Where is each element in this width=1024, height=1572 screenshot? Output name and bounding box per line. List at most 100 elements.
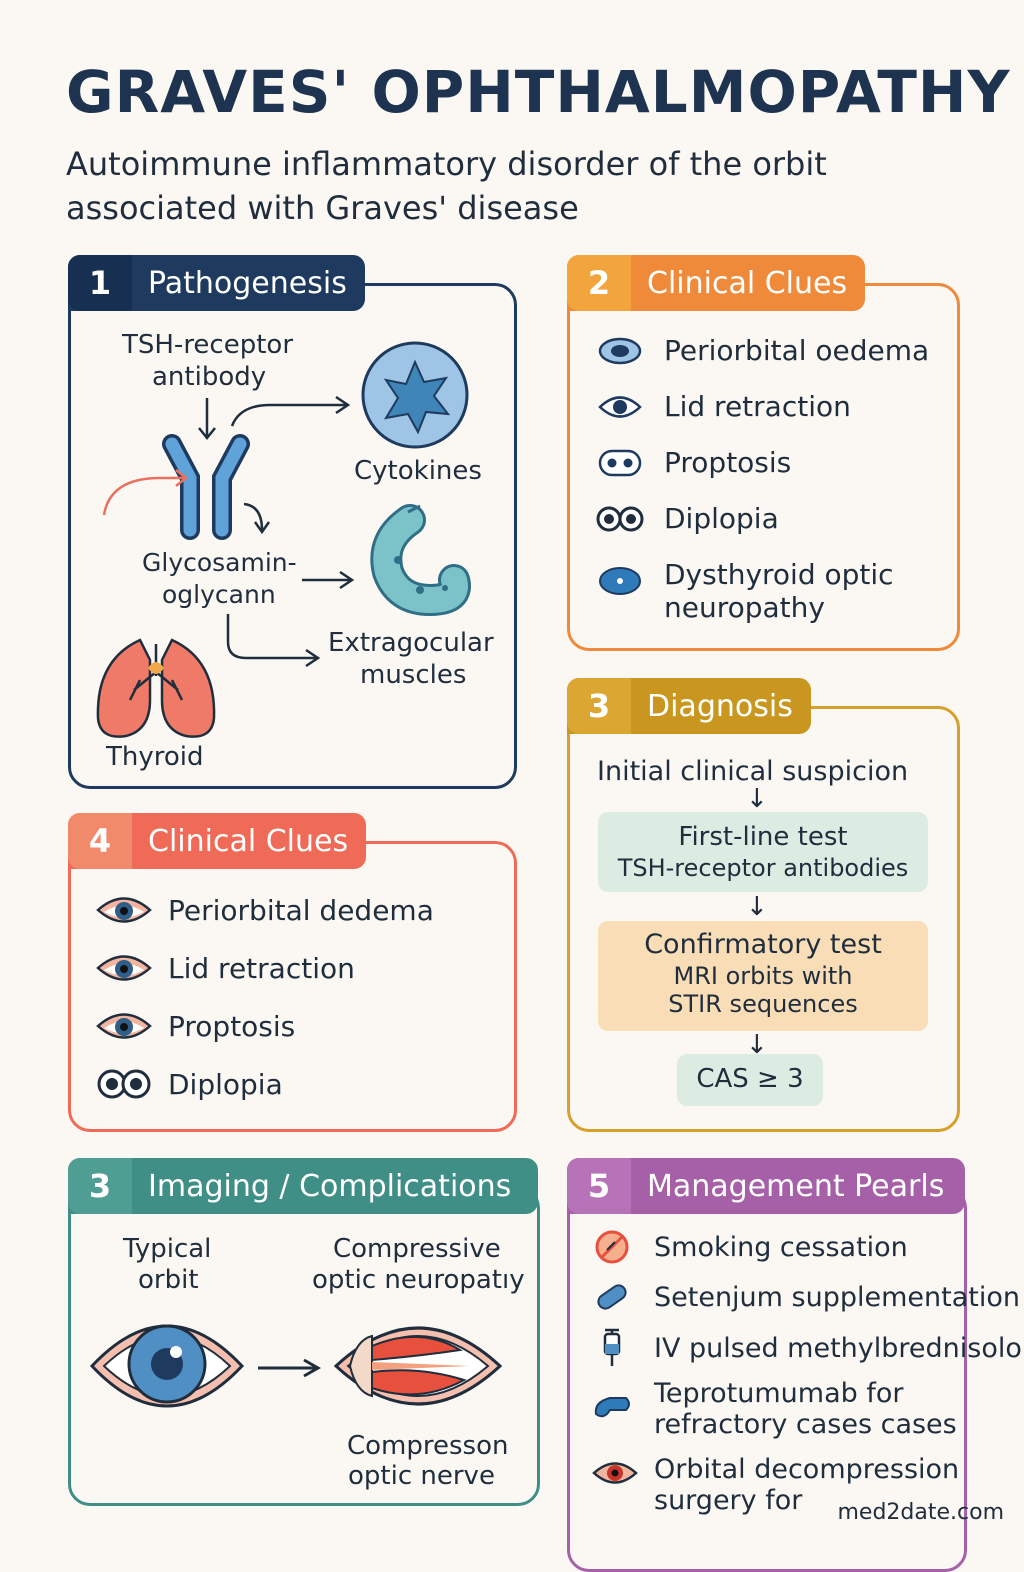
pearl-item: Smoking cessation	[592, 1230, 908, 1264]
pill-icon	[594, 1397, 630, 1418]
pathogenesis-diagram	[96, 341, 471, 738]
clinical-clues-number-2: 2	[567, 255, 631, 311]
clue-item: Proptosis	[590, 446, 791, 479]
confirm-title: Confirmatory test	[644, 929, 882, 960]
pathogenesis-header: 1 Pathogenesis	[68, 255, 365, 311]
capsule-icon	[597, 1284, 627, 1310]
eye-closed-icon	[598, 337, 642, 364]
gag-label-line1: Glycosamin-	[142, 548, 297, 577]
confirm-detail-line1: MRI orbits with	[673, 962, 853, 990]
pearl-item: Setenjum supplementation	[592, 1280, 1020, 1314]
compresson-label-line2: optic nerve	[348, 1461, 495, 1491]
page-title: GRAVES' OPHTHALMOPATHY	[66, 58, 1011, 126]
eye-icon	[96, 1013, 152, 1039]
first-line-detail: TSH-receptor antibodies	[617, 854, 909, 882]
management-header: 5 Management Pearls	[567, 1158, 965, 1214]
clue-item: Diplopia	[590, 502, 779, 535]
thyroid-icon	[96, 638, 216, 738]
muscles-label-line1: Extragocular	[328, 628, 494, 658]
clue-item: Lid retraction	[590, 390, 851, 423]
clinical-clues-title-2: Clinical Clues	[647, 265, 848, 301]
thyroid-label: Thyroid	[106, 742, 204, 772]
compresson-label-line1: Compresson	[347, 1431, 509, 1461]
typical-orbit-eye-icon	[89, 1324, 245, 1408]
clue-label: Lid retraction	[664, 390, 851, 423]
clue-label: Periorbital dedema	[168, 893, 434, 927]
clue-label-line1: Dysthyroid optic	[664, 558, 894, 591]
eyes-pair-icon	[598, 449, 642, 476]
arrow-down-icon: ↓	[746, 892, 768, 922]
pearl-label: Smoking cessation	[654, 1231, 908, 1263]
pearl-item: Teprotumumab for refractory cases cases	[592, 1378, 957, 1440]
diagnosis-title: Diagnosis	[647, 688, 793, 724]
compressive-label-line1: Compressive	[333, 1234, 501, 1264]
first-line-test-box: First-line test TSH-receptor antibodies	[598, 812, 928, 892]
pearl-item: Orbital decompression surgery for	[592, 1454, 959, 1516]
pathogenesis-title: Pathogenesis	[148, 265, 347, 301]
arrow-right-icon	[230, 395, 351, 427]
initial-suspicion: Initial clinical suspicion	[597, 756, 909, 787]
pearl-label: Setenjum supplementation	[654, 1281, 1021, 1313]
clue-item: Proptosis	[94, 1009, 295, 1043]
gag-label-line2: oglycann	[162, 580, 276, 609]
clue-label: Diplopia	[168, 1067, 283, 1101]
double-eye-icon	[97, 1069, 151, 1099]
eye-icon	[96, 897, 152, 923]
pearl-label-line1: Teprotumumab for	[654, 1378, 904, 1409]
pearl-label-line1: Orbital decompression	[654, 1454, 960, 1485]
double-eye-icon	[596, 506, 644, 531]
diagnosis-number: 3	[567, 678, 631, 734]
pearl-label-line2: surgery for	[654, 1485, 803, 1516]
antibody-label-line2: antibody	[152, 362, 267, 392]
clue-label: Diplopia	[664, 502, 779, 535]
clue-label-line2: neuropathy	[664, 591, 825, 624]
clue-item: Dysthyroid optic neuropathy	[590, 558, 894, 624]
pearl-item: IV pulsed methylbrednisolone	[592, 1328, 1024, 1368]
clue-label: Periorbital oedema	[664, 334, 930, 367]
eye-icon	[592, 1462, 638, 1484]
imaging-header: 3 Imaging / Complications	[68, 1158, 538, 1214]
pearl-label-line2: refractory cases cases	[654, 1409, 957, 1440]
page-subtitle: Autoimmune inflammatory disorder of the …	[66, 145, 827, 227]
eye-open-icon	[598, 395, 642, 418]
first-line-title: First-line test	[678, 822, 848, 852]
eye-dot-icon	[599, 567, 641, 595]
footer-credit: med2date.com	[837, 1500, 1004, 1525]
clinical-clues-header-2: 2 Clinical Clues	[567, 255, 866, 311]
clue-label: Lid retraction	[168, 951, 355, 985]
antibody-icon	[162, 434, 250, 540]
clue-label: Proptosis	[168, 1009, 296, 1043]
cas-label: CAS ≥ 3	[696, 1064, 804, 1094]
clue-label: Proptosis	[664, 446, 792, 479]
management-number: 5	[567, 1158, 631, 1214]
clue-item: Periorbital oedema	[590, 334, 929, 367]
clinical-clues-number-4: 4	[68, 813, 132, 869]
clinical-clues-header-4: 4 Clinical Clues	[68, 813, 367, 869]
pearl-label: IV pulsed methylbrednisolone	[654, 1332, 1024, 1364]
compressive-label-line2: optic neuropatıy	[312, 1265, 525, 1295]
typical-label-line1: Typical	[123, 1234, 212, 1264]
muscle-fiber-icon	[370, 504, 471, 617]
pathogenesis-number: 1	[68, 255, 132, 311]
imaging-title: Imaging / Complications	[148, 1168, 512, 1204]
clinical-clues-title-4: Clinical Clues	[148, 823, 349, 859]
arrow-down-icon	[198, 398, 216, 441]
arrow-down-icon: ↓	[746, 784, 768, 814]
imaging-diagram	[89, 1324, 503, 1408]
compressed-orbit-eye-icon	[333, 1326, 503, 1406]
management-title: Management Pearls	[647, 1168, 945, 1204]
arrow-right-icon	[258, 1358, 322, 1378]
curved-arrow-icon	[102, 469, 189, 516]
eye-icon	[96, 955, 152, 981]
diagnosis-header: 3 Diagnosis	[567, 678, 811, 734]
clue-item: Lid retraction	[94, 951, 355, 985]
antibody-label-line1: TSH-receptor	[122, 330, 294, 360]
iv-drip-icon	[603, 1328, 621, 1366]
clue-item: Periorbital dedema	[94, 893, 434, 927]
arrow-down-icon: ↓	[746, 1030, 768, 1060]
confirm-detail-line2: STIR sequences	[668, 990, 858, 1018]
confirmatory-test-box: Confirmatory test MRI orbits with STIR s…	[598, 921, 928, 1031]
typical-label-line2: orbit	[138, 1265, 199, 1295]
muscles-label-line2: muscles	[360, 660, 467, 690]
no-smoking-icon	[595, 1230, 629, 1264]
